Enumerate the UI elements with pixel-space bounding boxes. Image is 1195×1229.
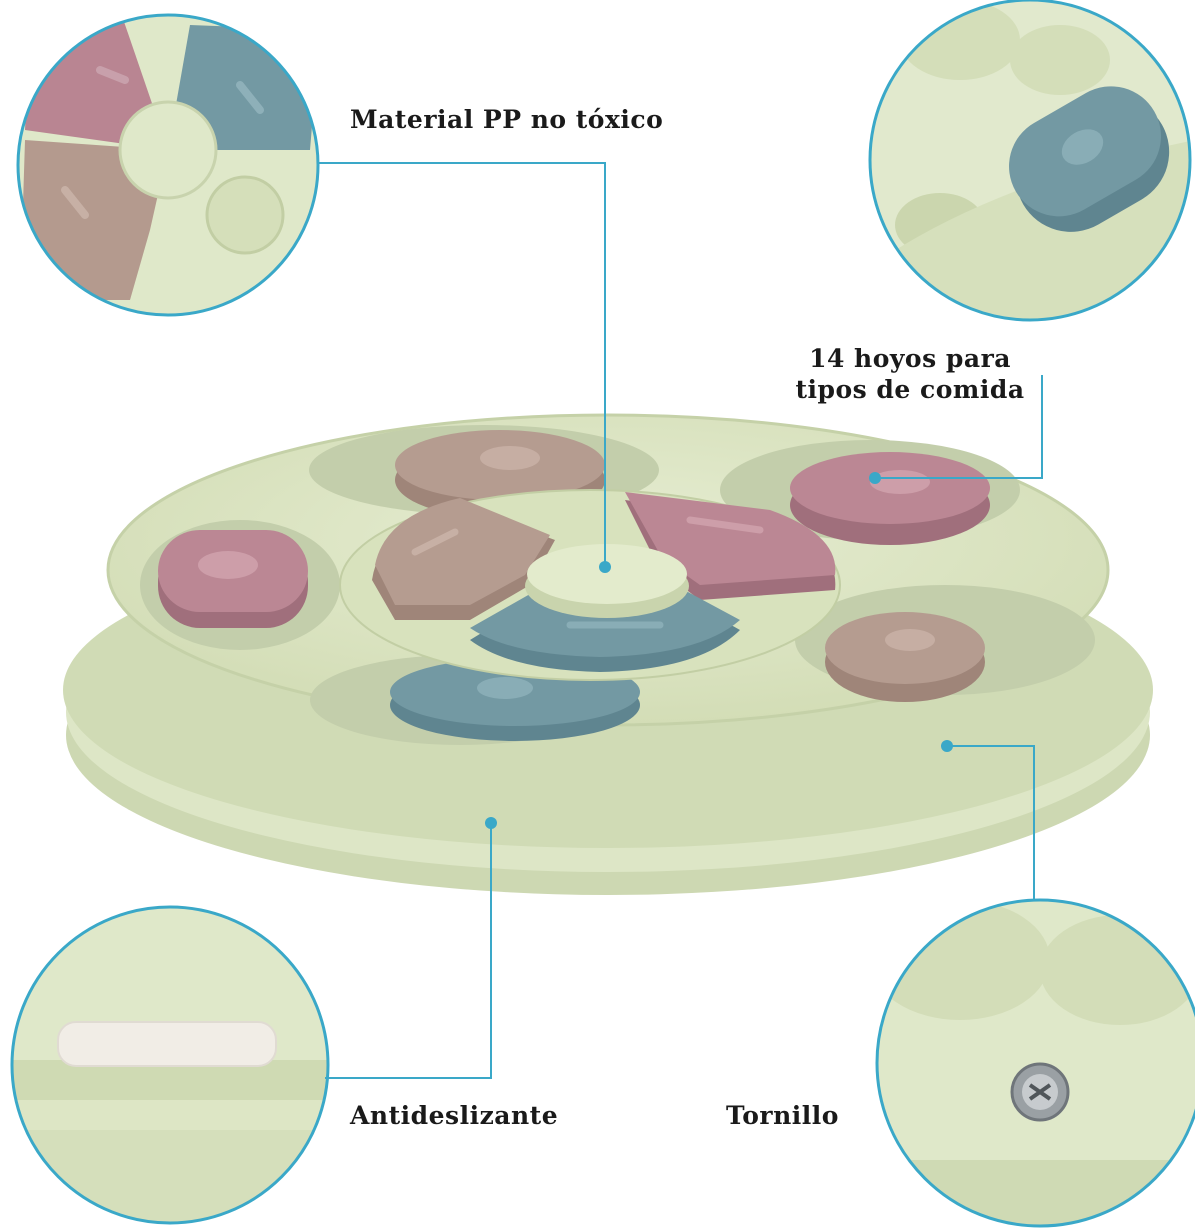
callout-bottom-left: [12, 907, 328, 1223]
callout-bottom-right: [877, 900, 1195, 1226]
label-holes-line1: 14 hoyos para: [809, 344, 1011, 373]
callout-top-left: [18, 15, 318, 315]
callout-top-right: [870, 0, 1190, 320]
inner-sector-tan: [372, 498, 555, 620]
leader-lines: [318, 162, 1043, 1079]
leader-dots: [485, 472, 953, 829]
puzzle-feeder: [63, 413, 1153, 895]
outer-lid-right-bottom: [825, 612, 985, 702]
label-material: Material PP no tóxico: [350, 105, 664, 134]
label-holes: 14 hoyos para tipos de comida: [780, 343, 1040, 405]
label-screw: Tornillo: [726, 1101, 839, 1130]
label-antislip: Antideslizante: [350, 1101, 559, 1130]
label-holes-line2: tipos de comida: [795, 375, 1025, 404]
outer-lid-right-top: [790, 452, 990, 545]
outer-lid-left: [158, 530, 308, 628]
